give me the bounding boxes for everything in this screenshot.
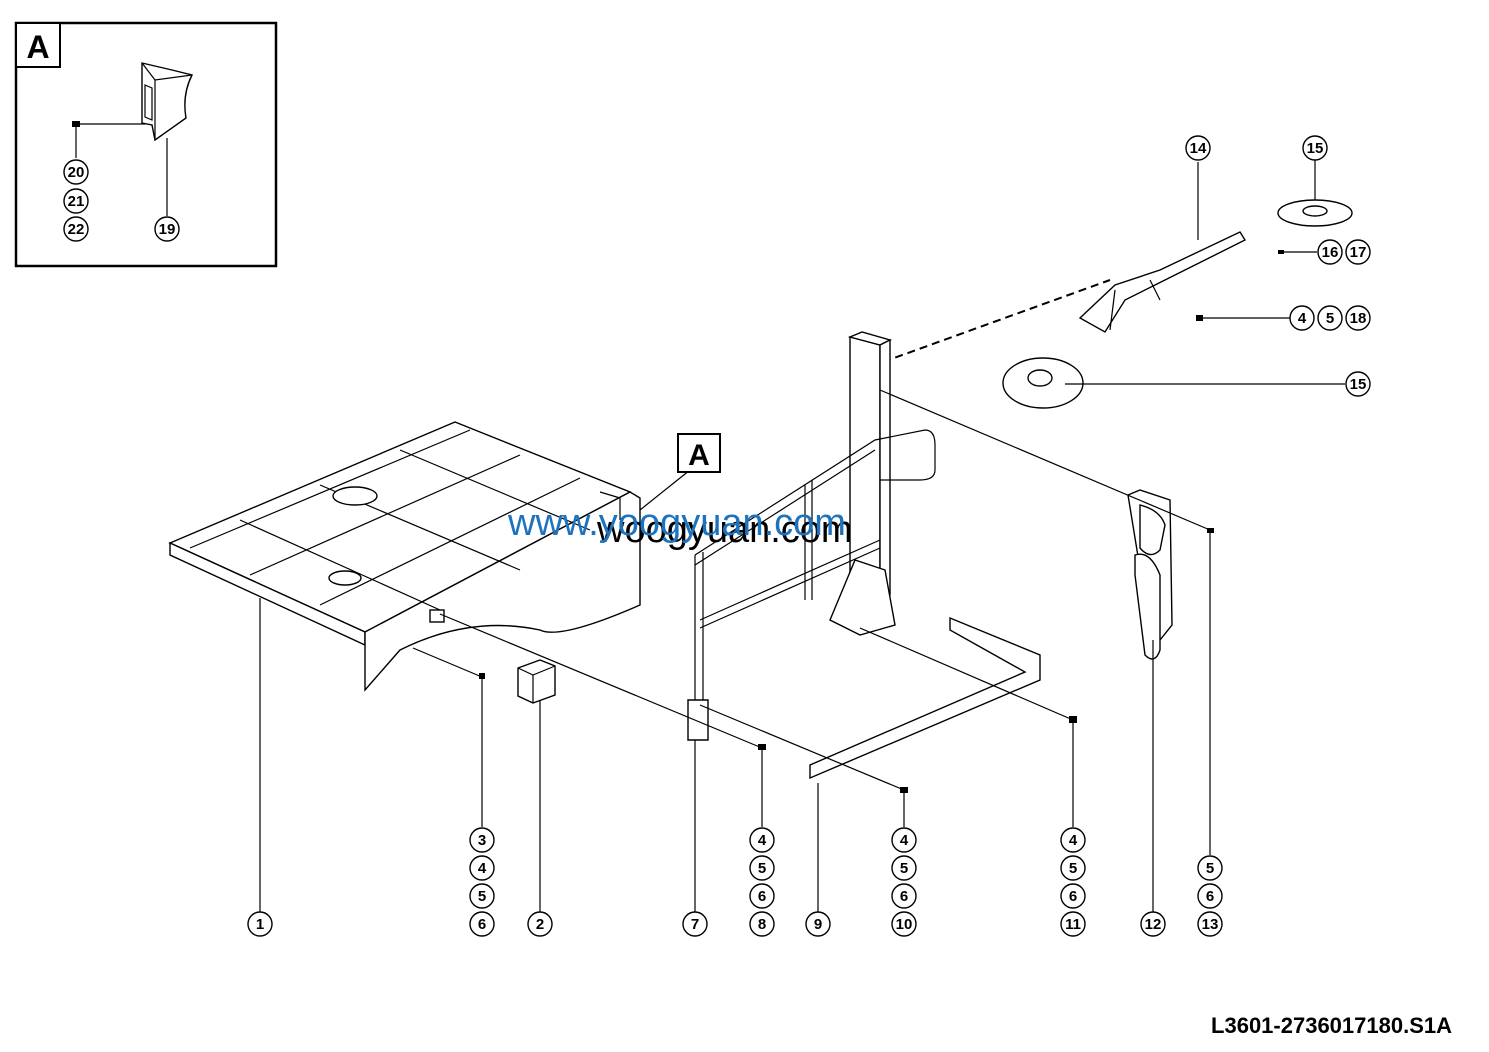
svg-text:5: 5 [478, 888, 486, 905]
callout-9: 9 [805, 911, 831, 937]
disc-part-15-top [1277, 199, 1353, 227]
bar-part-9 [809, 616, 1041, 780]
callout-5: 5 [1060, 855, 1086, 881]
svg-text:10: 10 [896, 916, 913, 933]
svg-text:A: A [688, 439, 710, 472]
svg-text:13: 13 [1202, 916, 1219, 933]
callout-17: 17 [1345, 239, 1371, 265]
svg-text:5: 5 [1326, 310, 1334, 327]
svg-text:5: 5 [1206, 860, 1214, 877]
svg-text:5: 5 [1069, 860, 1077, 877]
callout-22: 22 [63, 216, 89, 242]
watermark-black: woogyuan.com [596, 509, 853, 551]
callout-16: 16 [1317, 239, 1343, 265]
svg-text:6: 6 [758, 888, 766, 905]
floor-plate-part-1 [168, 421, 641, 692]
callout-15: 15 [1302, 135, 1328, 161]
svg-text:11: 11 [1065, 916, 1081, 933]
svg-text:4: 4 [1298, 310, 1307, 327]
callout-20: 20 [63, 159, 89, 185]
svg-text:4: 4 [478, 860, 487, 877]
watermark-blue: www.yoogyuan.com [507, 502, 846, 544]
leader-lines [259, 160, 1345, 912]
callout-1: 1 [247, 911, 273, 937]
callout-14: 14 [1185, 135, 1211, 161]
step-platform-part-14 [1078, 231, 1247, 333]
svg-text:9: 9 [814, 916, 822, 933]
svg-text:6: 6 [1069, 888, 1077, 905]
svg-text:7: 7 [691, 916, 699, 933]
callout-21: 21 [63, 188, 89, 214]
callout-7: 7 [682, 911, 708, 937]
screw-20 [72, 121, 145, 127]
callout-4: 4 [891, 827, 917, 853]
callout-2: 2 [527, 911, 553, 937]
block-part-19 [141, 62, 194, 142]
callout-6: 6 [469, 911, 495, 937]
svg-text:16: 16 [1322, 244, 1339, 261]
svg-text:12: 12 [1145, 916, 1162, 933]
callout-8: 8 [749, 911, 775, 937]
svg-text:15: 15 [1350, 376, 1367, 393]
callout-5: 5 [469, 883, 495, 909]
svg-text:15: 15 [1307, 140, 1324, 157]
svg-text:4: 4 [900, 832, 909, 849]
view-marker-a: A [677, 433, 721, 473]
svg-text:1: 1 [256, 916, 264, 933]
svg-text:2: 2 [536, 916, 544, 933]
svg-text:5: 5 [900, 860, 908, 877]
callout-6: 6 [749, 883, 775, 909]
svg-text:22: 22 [68, 221, 85, 238]
callout-19: 19 [154, 216, 180, 242]
callout-15: 15 [1345, 371, 1371, 397]
svg-text:6: 6 [900, 888, 908, 905]
callout-13: 13 [1197, 911, 1223, 937]
callout-6: 6 [891, 883, 917, 909]
svg-text:6: 6 [1206, 888, 1214, 905]
svg-text:17: 17 [1350, 244, 1367, 261]
handrail-assembly [687, 331, 936, 741]
svg-text:6: 6 [478, 916, 486, 933]
callout-5: 5 [1317, 305, 1343, 331]
svg-text:20: 20 [68, 164, 85, 181]
svg-text:3: 3 [478, 832, 486, 849]
platform-dashed-line [882, 279, 1111, 363]
disc-part-15-mid [1002, 357, 1084, 409]
svg-text:19: 19 [159, 221, 176, 238]
callout-4: 4 [469, 855, 495, 881]
callout-4: 4 [1060, 827, 1086, 853]
svg-text:21: 21 [68, 193, 85, 210]
callout-4: 4 [1289, 305, 1315, 331]
callout-18: 18 [1345, 305, 1371, 331]
svg-text:4: 4 [758, 832, 767, 849]
drawing-number: L3601-2736017180.S1A [1211, 1013, 1452, 1038]
svg-text:8: 8 [758, 916, 766, 933]
callout-5: 5 [1197, 855, 1223, 881]
svg-text:5: 5 [758, 860, 766, 877]
callout-6: 6 [1060, 883, 1086, 909]
callout-4: 4 [749, 827, 775, 853]
inset-detail-a: A 20 21 22 19 [14, 21, 278, 268]
callouts: 1 3 4 5 6 2 7 4 5 6 8 9 4 5 6 10 4 5 6 1… [247, 135, 1371, 937]
svg-text:14: 14 [1190, 140, 1207, 157]
callout-10: 10 [891, 911, 917, 937]
box-part-2 [517, 659, 556, 704]
callout-6: 6 [1197, 883, 1223, 909]
callout-12: 12 [1140, 911, 1166, 937]
callout-5: 5 [891, 855, 917, 881]
inset-label: A [26, 29, 49, 65]
callout-5: 5 [749, 855, 775, 881]
fasteners [479, 250, 1284, 793]
svg-text:18: 18 [1350, 310, 1367, 327]
callout-3: 3 [469, 827, 495, 853]
callout-11: 11 [1060, 911, 1086, 937]
svg-text:4: 4 [1069, 832, 1078, 849]
mirror-part-12 [1127, 489, 1173, 660]
